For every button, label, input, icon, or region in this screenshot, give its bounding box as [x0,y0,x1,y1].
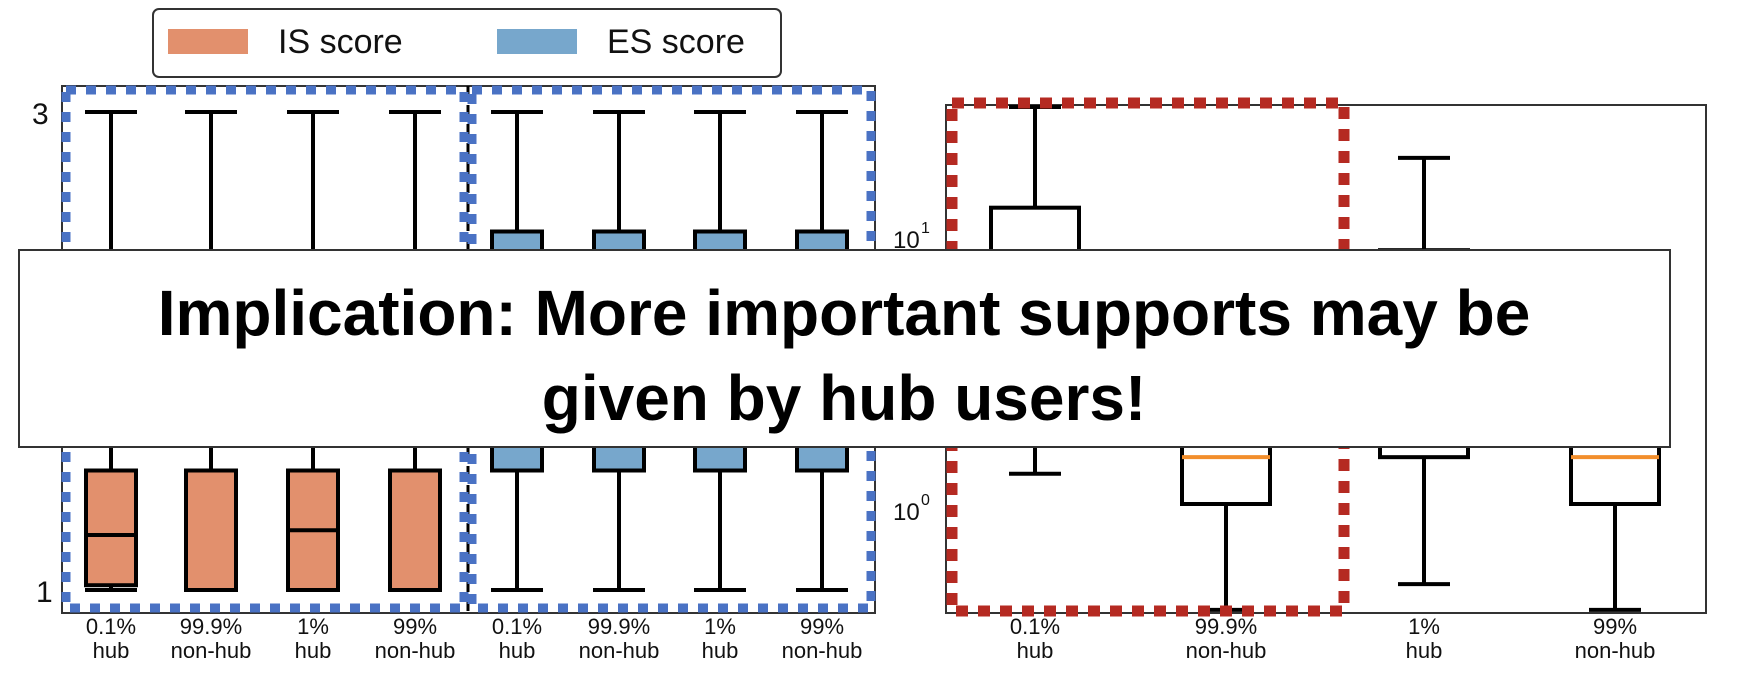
x-tick-label: 99% [393,614,437,639]
x-tick-label: 99% [1593,614,1637,639]
legend-label-is: IS score [278,23,403,61]
x-tick-label: 0.1% [1010,614,1060,639]
x-tick-label: hub [93,638,130,663]
x-tick-label: hub [499,638,536,663]
right-ytick-10e1: 10 1 [893,220,930,254]
legend-frame [152,8,782,78]
right-ytick-exponent: 0 [921,492,930,509]
box-3 [388,110,442,592]
implication-banner: Implication: More important supports may… [18,249,1671,448]
banner-box [18,249,1671,448]
legend-label-es: ES score [607,23,745,61]
right-ytick-base: 10 [893,499,920,526]
x-tick-label: 0.1% [86,614,136,639]
x-tick-label: 0.1% [492,614,542,639]
x-tick-label: non-hub [171,638,252,663]
x-tick-label: 1% [1408,614,1440,639]
x-tick-label: non-hub [782,638,863,663]
x-tick-label: non-hub [375,638,456,663]
right-ytick-exponent: 1 [921,220,930,237]
x-tick-label: non-hub [1186,638,1267,663]
x-tick-label: non-hub [579,638,660,663]
left-ytick-label: 3 [32,98,49,131]
x-tick-label: 1% [704,614,736,639]
legend-swatch-is [168,29,248,54]
legend-swatch-es [497,29,577,54]
left-ytick-label: 1 [36,576,53,609]
x-tick-label: 1% [297,614,329,639]
banner-line-2: given by hub users! [542,362,1147,434]
x-tick-label: hub [295,638,332,663]
box-body [184,468,238,592]
x-tick-label: hub [702,638,739,663]
banner-line-1: Implication: More important supports may… [158,277,1531,349]
x-tick-label: hub [1017,638,1054,663]
x-tick-label: 99.9% [588,614,650,639]
x-tick-label: 99.9% [1195,614,1257,639]
right-ytick-10e0: 10 0 [893,492,930,526]
box-body [84,468,138,588]
x-tick-label: non-hub [1575,638,1656,663]
x-tick-label: hub [1406,638,1443,663]
x-tick-label: 99% [800,614,844,639]
box-body [388,468,442,592]
x-tick-label: 99.9% [180,614,242,639]
legend: IS score ES score [152,8,782,78]
